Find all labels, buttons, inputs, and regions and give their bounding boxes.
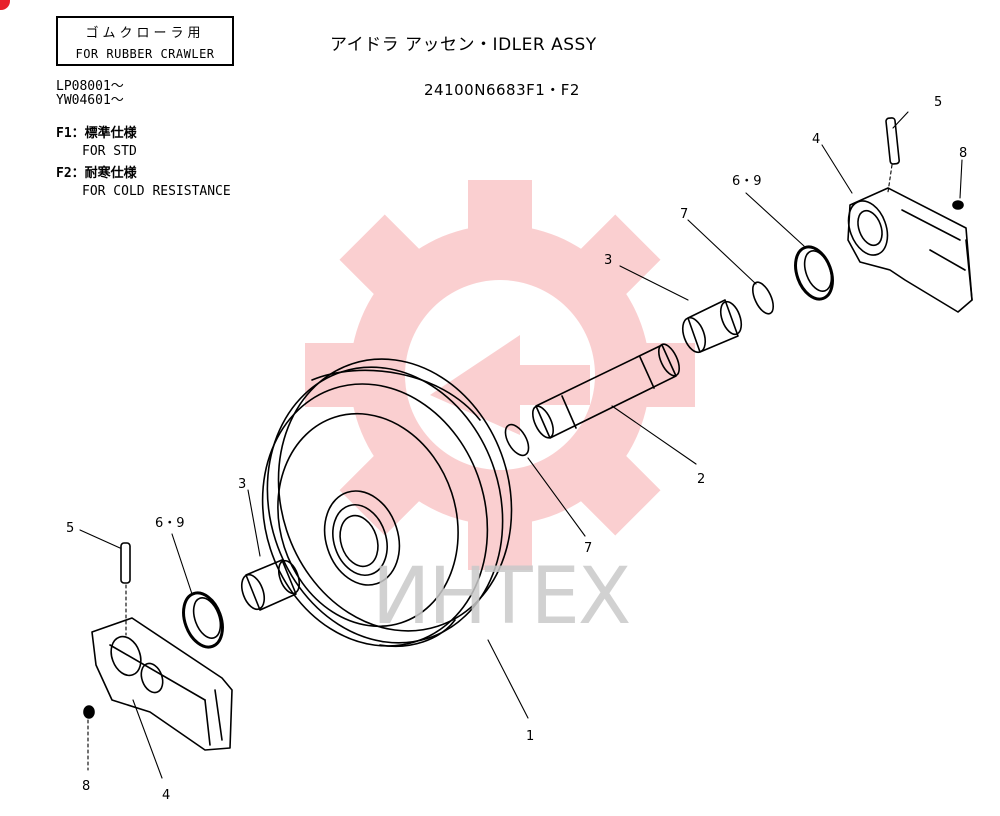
variant-f2: F2：耐寒仕様 bbox=[56, 165, 137, 183]
callout-5-lower: 5 bbox=[66, 521, 74, 536]
leader-lines bbox=[79, 111, 963, 779]
variant-f1-en: FOR STD bbox=[82, 144, 137, 159]
variant-f2-desc: FOR COLD RESISTANCE bbox=[82, 183, 231, 201]
watermark-text: ИНТЕХ bbox=[372, 552, 631, 642]
callout-6-9-lower: 6・9 bbox=[155, 516, 185, 531]
support-bracket-part-4-upper bbox=[847, 187, 973, 313]
variant-f2-en: FOR COLD RESISTANCE bbox=[82, 184, 231, 199]
callout-1: 1 bbox=[526, 729, 534, 744]
serial-range-lp: LP08001～ bbox=[56, 79, 124, 94]
callout-8-lower: 8 bbox=[82, 779, 90, 794]
bolt-part-8-lower bbox=[83, 705, 95, 719]
variant-f1: F1：標準仕様 bbox=[56, 125, 137, 143]
callout-8-upper: 8 bbox=[959, 146, 967, 161]
idler-wheel-part-1 bbox=[261, 358, 513, 648]
support-bracket-part-4-lower bbox=[91, 617, 233, 751]
callout-3-upper: 3 bbox=[604, 253, 612, 268]
bushing-part-3-upper bbox=[681, 299, 743, 354]
callout-3-lower: 3 bbox=[238, 477, 246, 492]
pin-part-5-lower bbox=[120, 542, 131, 584]
variant-f1-desc: FOR STD bbox=[82, 143, 137, 161]
callout-7-upper: 7 bbox=[680, 207, 688, 222]
serial-range-yw: YW04601～ bbox=[56, 93, 124, 108]
callout-6-9-upper: 6・9 bbox=[732, 174, 762, 189]
bushing-part-3-lower bbox=[240, 559, 301, 611]
callout-4-lower: 4 bbox=[162, 788, 170, 803]
idler-shaft-part-2 bbox=[531, 343, 681, 439]
diagram-title: アイドラ アッセン・IDLER ASSY bbox=[330, 35, 597, 55]
callout-5-upper: 5 bbox=[934, 95, 942, 110]
callout-2: 2 bbox=[697, 472, 705, 487]
red-corner-badge bbox=[0, 0, 10, 10]
bolt-part-8-upper bbox=[952, 200, 964, 210]
o-ring-part-7-upper bbox=[751, 281, 775, 315]
callout-7-lower: 7 bbox=[584, 541, 592, 556]
pin-part-5-upper bbox=[885, 117, 900, 165]
callout-4-upper: 4 bbox=[812, 132, 820, 147]
variant-f2-jp: 耐寒仕様 bbox=[84, 166, 137, 181]
floating-seal-part-6-9-upper bbox=[794, 245, 834, 301]
assembly-part-number: 24100N6683F1・F2 bbox=[424, 81, 580, 99]
variant-f1-jp: 標準仕様 bbox=[84, 126, 137, 141]
variant-f1-code: F1： bbox=[56, 126, 85, 141]
floating-seal-part-6-9-lower bbox=[182, 591, 224, 649]
rubber-crawler-box: ゴムクローラ用 FOR RUBBER CRAWLER bbox=[56, 16, 234, 66]
variant-f2-code: F2： bbox=[56, 166, 85, 181]
rubber-crawler-en: FOR RUBBER CRAWLER bbox=[75, 47, 215, 61]
o-ring-part-7-lower bbox=[504, 423, 530, 457]
rubber-crawler-jp: ゴムクローラ用 bbox=[85, 26, 205, 41]
watermark-gear-icon bbox=[305, 180, 695, 570]
